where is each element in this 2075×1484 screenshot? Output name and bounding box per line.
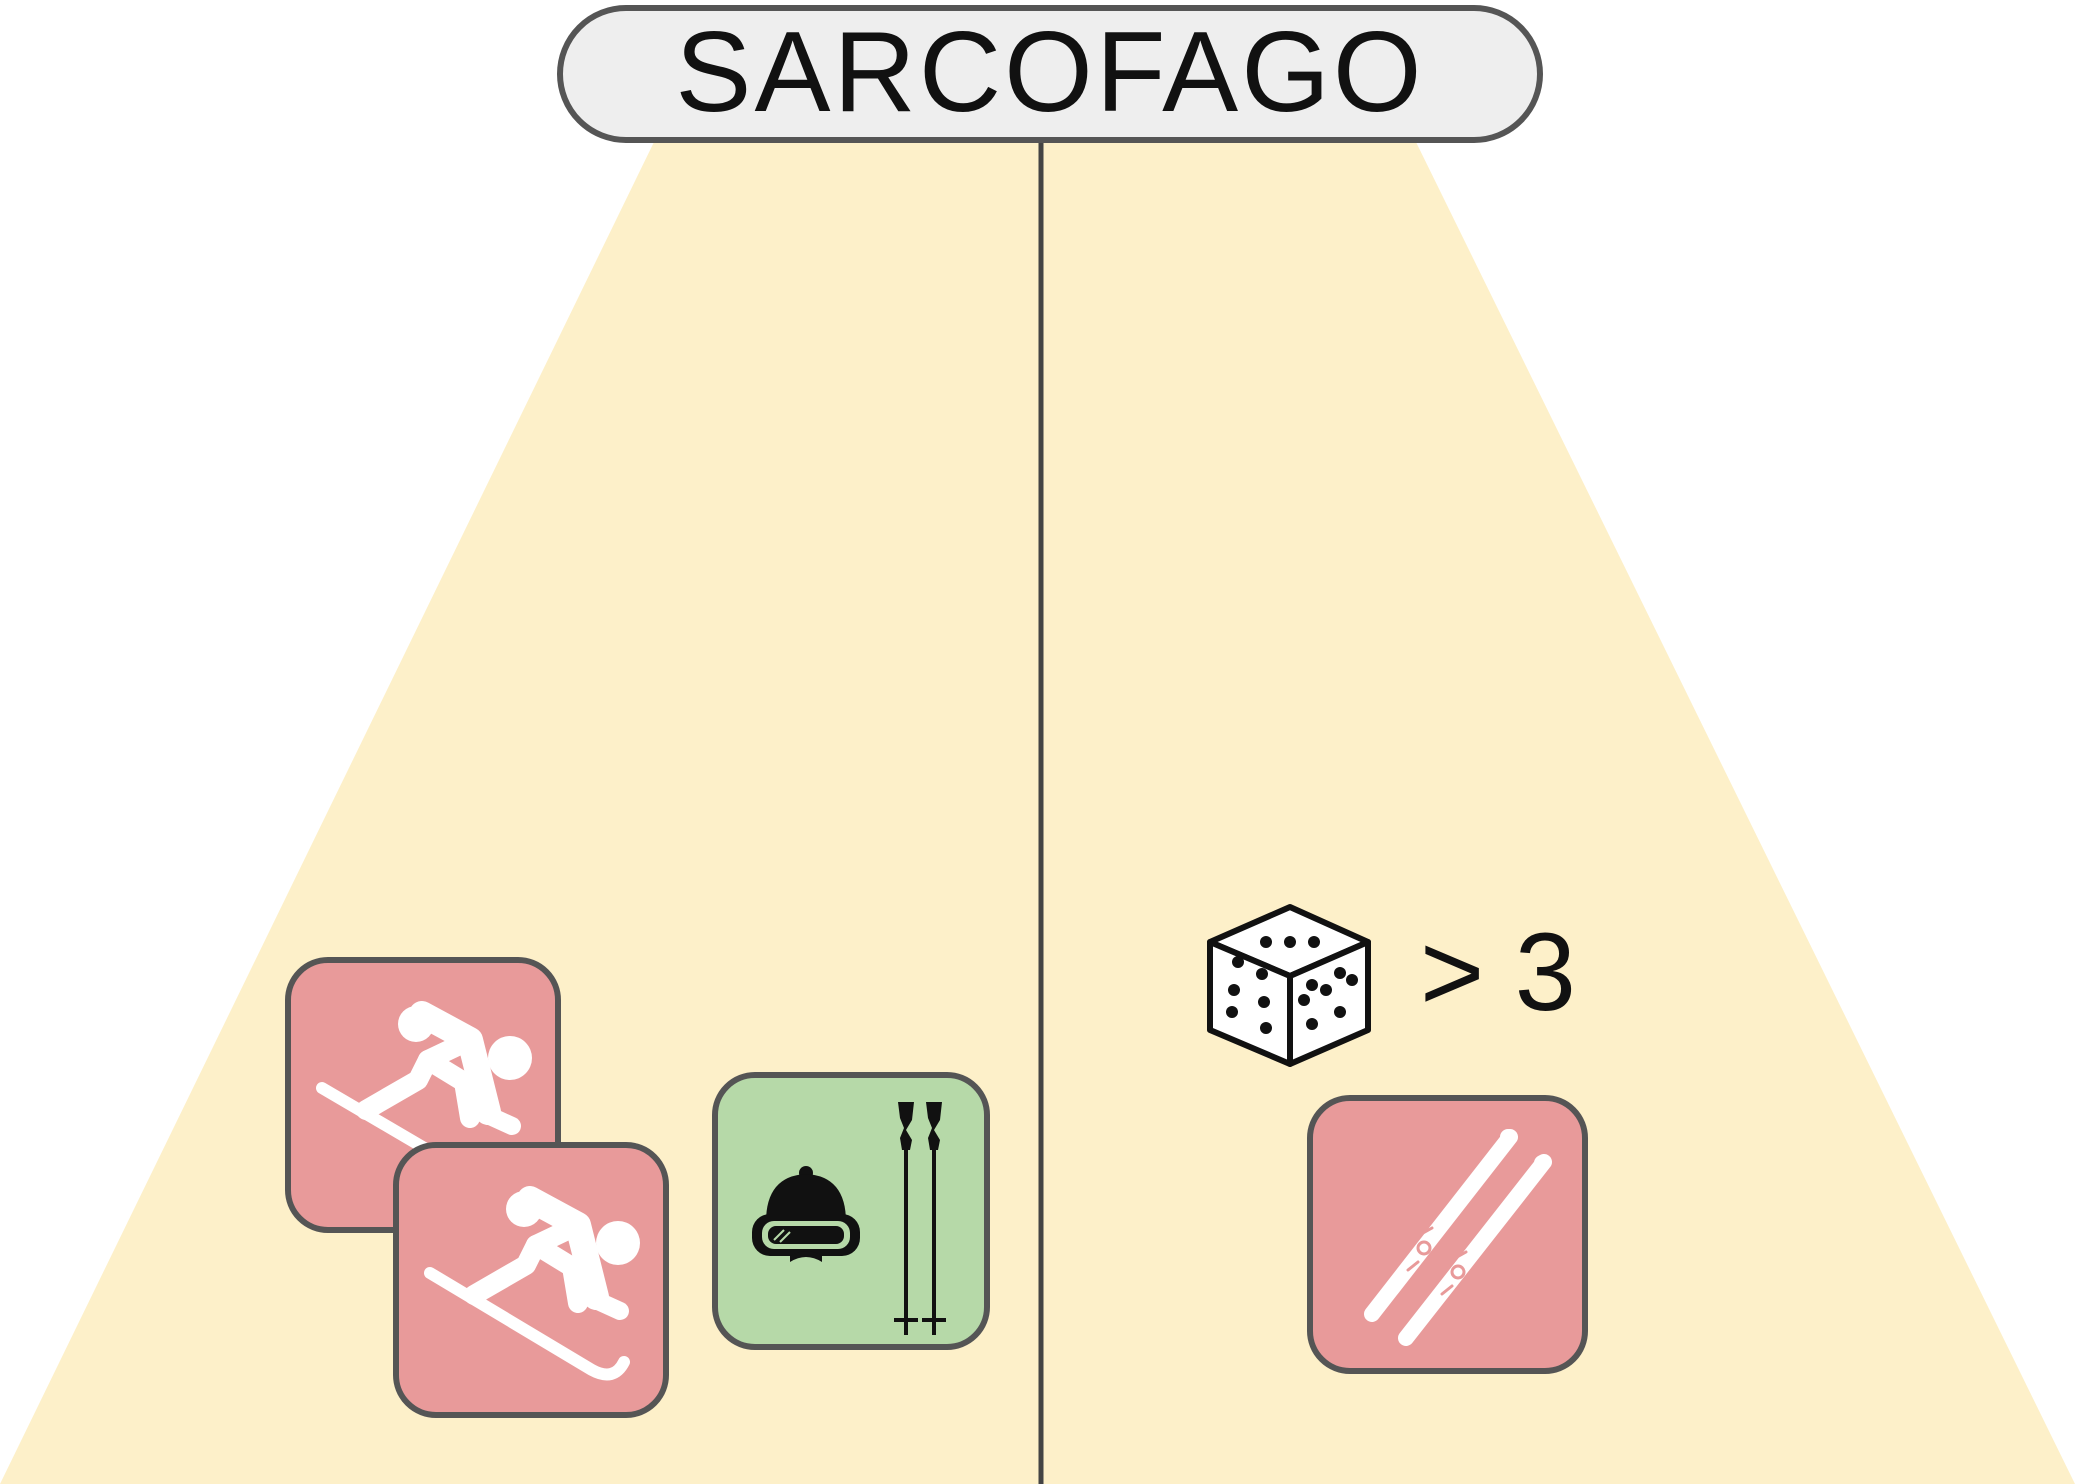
ski-poles-icon [894, 1102, 946, 1335]
ski-helmet-goggles-icon [752, 1166, 860, 1262]
dice-comparison-text: > 3 [1420, 911, 1576, 1034]
play-zone [0, 140, 2075, 1484]
dice-icon [1207, 904, 1371, 1067]
skis-card[interactable] [1307, 1095, 1588, 1374]
skis-icon [1364, 1129, 1552, 1346]
title-text: SARCOFAGO [675, 9, 1425, 136]
title-banner [557, 5, 1543, 143]
skier-card-2[interactable] [393, 1142, 669, 1418]
equipment-card[interactable] [712, 1072, 990, 1350]
downhill-skier-icon [424, 1186, 640, 1381]
